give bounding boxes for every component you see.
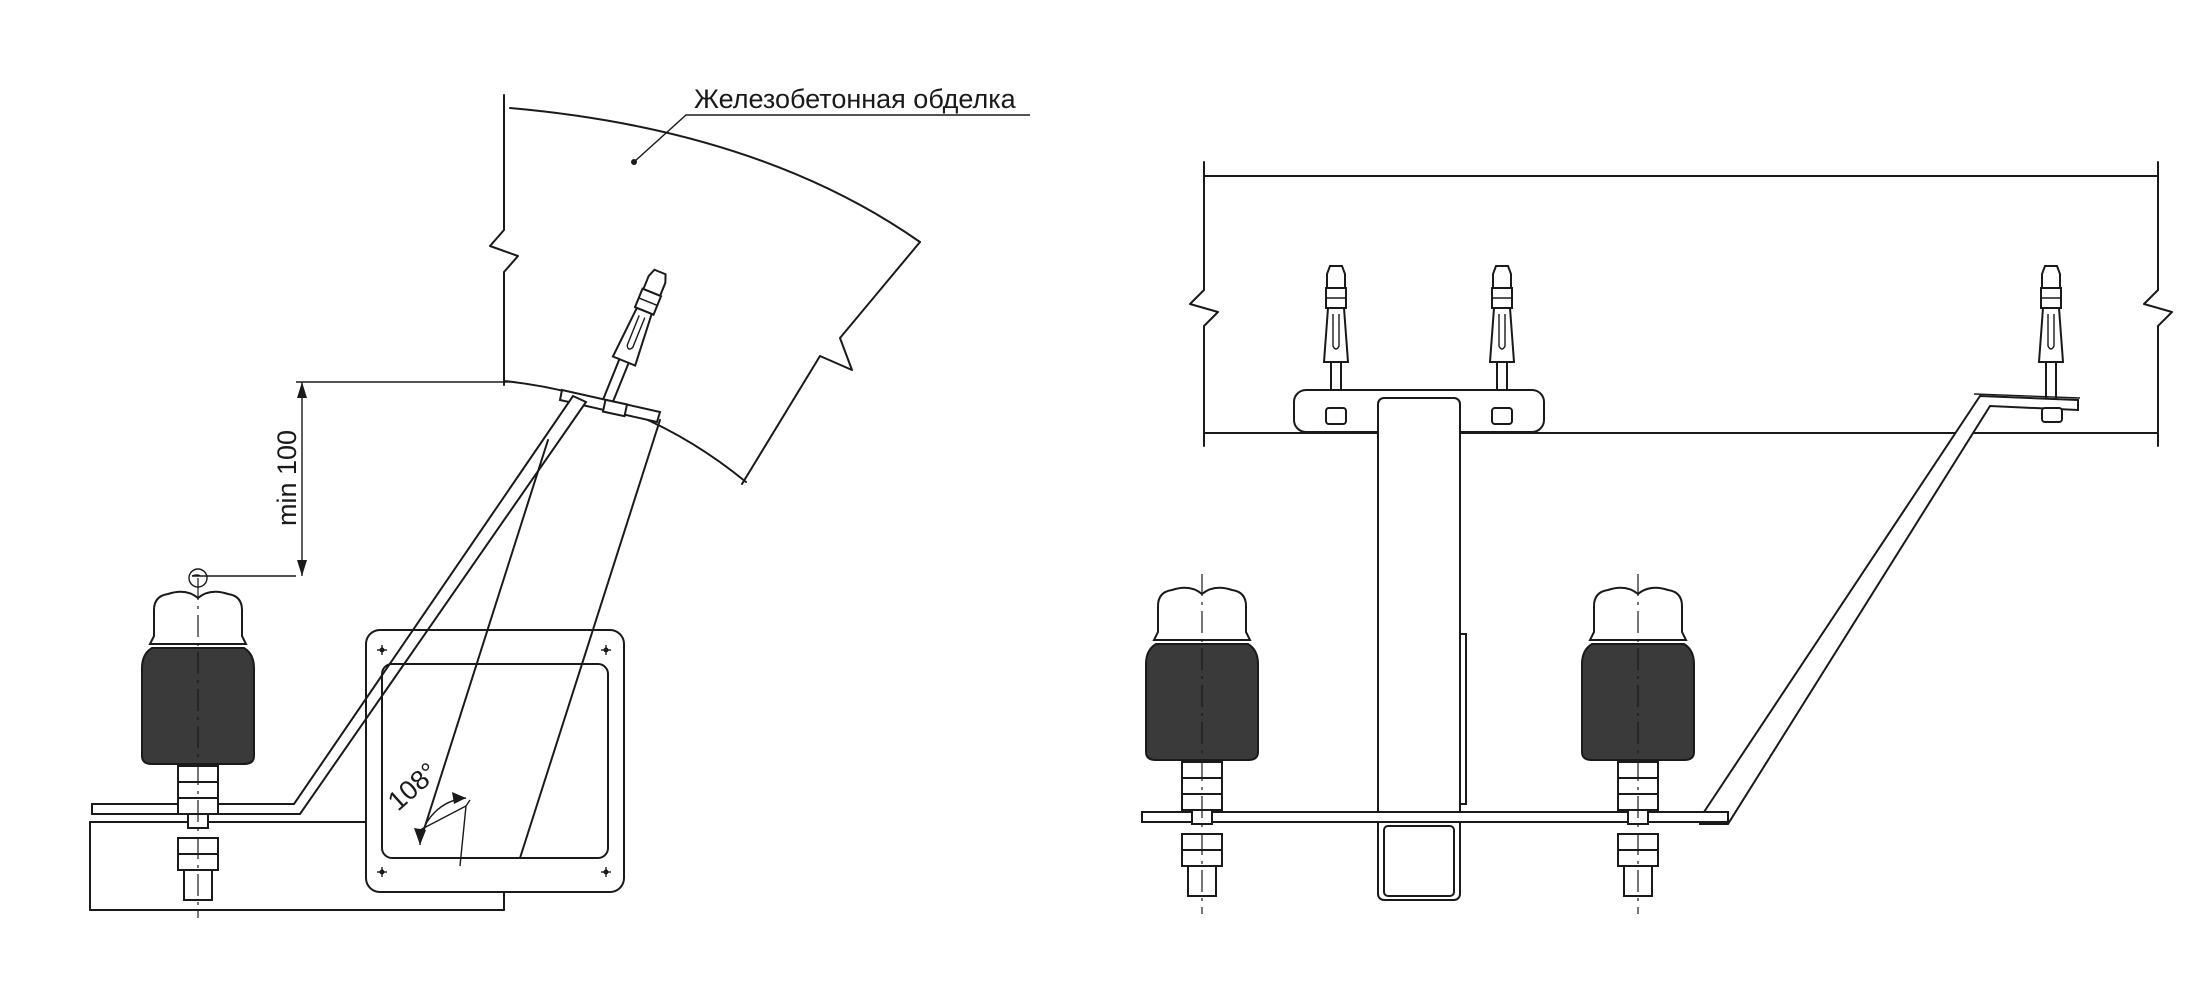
frame-box [365, 629, 625, 893]
clearance-dimension [188, 381, 510, 588]
anchor-bolt-left [595, 266, 673, 408]
crossbar [1141, 811, 1729, 823]
bracket-arm-right [1699, 394, 2079, 825]
anchor-bolt-3 [2038, 265, 2064, 407]
insulator-right-1 [1145, 573, 1259, 915]
base-channel-left [89, 821, 505, 911]
insulator-left [141, 577, 255, 919]
lining-label: Железобетонная обделка [694, 84, 1017, 114]
clearance-label: min 100 [272, 430, 302, 526]
vertical-column [1377, 397, 1467, 901]
anchor-bolt-2 [1489, 265, 1515, 407]
insulator-right-2 [1581, 573, 1695, 915]
angle-annotation: 108° [382, 757, 467, 846]
right-view [1141, 161, 2173, 915]
anchor-bolt-1 [1323, 265, 1349, 407]
lining-section [489, 94, 1030, 485]
left-view: 108° [89, 94, 1030, 919]
support-strut-left [419, 419, 661, 859]
bracket-arm-left [91, 394, 588, 815]
angle-label: 108° [382, 757, 444, 817]
